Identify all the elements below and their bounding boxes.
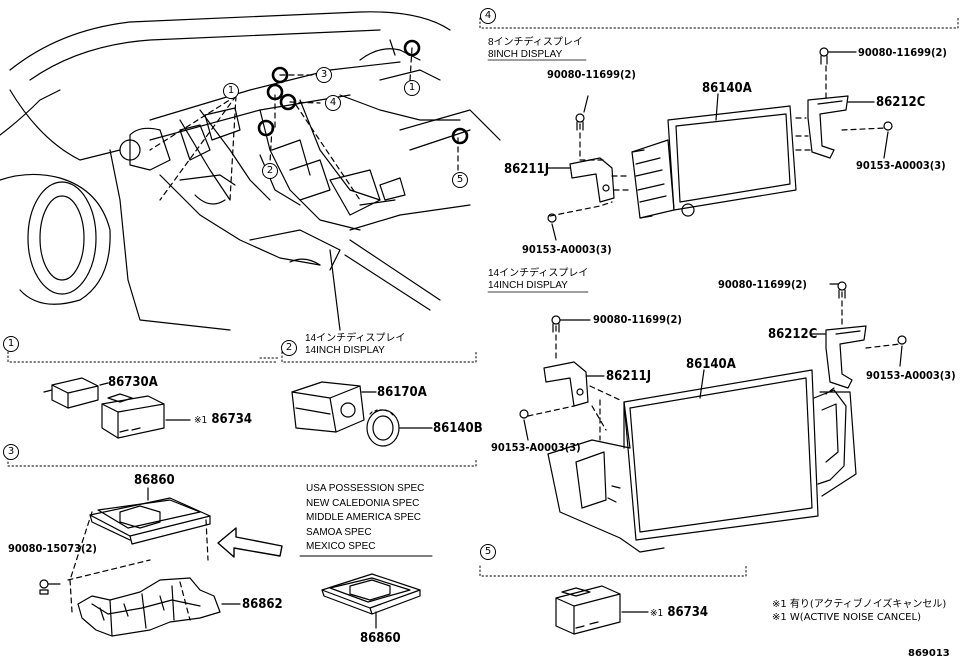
label-86212C-14[interactable]: 86212C <box>768 327 818 342</box>
label-86734-s1[interactable]: ※1 86734 <box>194 413 252 426</box>
label-86860-top[interactable]: 86860 <box>134 473 175 488</box>
nut-90153-8-right-shape <box>883 121 893 131</box>
section2-caption: 14インチディスプレイ 14INCH DISPLAY <box>305 333 405 357</box>
part-86140B-shape <box>366 409 400 447</box>
label-90153-A0003-14-left[interactable]: 90153-A0003(3) <box>491 441 581 454</box>
callout-2: 2 <box>262 163 278 179</box>
callout-1b: 1 <box>404 80 420 96</box>
section-marker-5: 5 <box>480 544 496 560</box>
part-86860-top-shape <box>89 497 211 545</box>
display-8inch-caption-en: 8INCH DISPLAY <box>488 49 563 60</box>
label-86734-s5[interactable]: ※1 86734 <box>650 606 708 619</box>
section-marker-4: 4 <box>480 8 496 24</box>
part-86860-bottom-shape <box>321 573 421 615</box>
bolt-90080-15073-shape <box>39 579 61 595</box>
callout-1: 1 <box>223 83 239 99</box>
nut-90153-14-right-shape <box>897 335 907 345</box>
screw-90080-8-right-shape <box>819 47 829 65</box>
callout-5: 5 <box>452 172 468 188</box>
label-90080-11699-14-left[interactable]: 90080-11699(2) <box>593 313 682 326</box>
section-marker-2: 2 <box>281 340 297 356</box>
section-borders <box>7 17 959 577</box>
label-90080-15073[interactable]: 90080-15073(2) <box>8 542 97 555</box>
display-8inch-caption: 8インチディスプレイ 8INCH DISPLAY <box>488 37 583 61</box>
display-14inch-caption-jp: 14インチディスプレイ <box>488 268 589 279</box>
bracket-86212C-8-shape <box>807 95 849 159</box>
label-90080-11699-8-left[interactable]: 90080-11699(2) <box>547 68 636 81</box>
spec-item: USA POSSESSION SPEC <box>306 483 425 494</box>
ref-mark: ※1 <box>650 608 664 619</box>
label-90153-A0003-14-right[interactable]: 90153-A0003(3) <box>866 369 956 382</box>
label-86730A[interactable]: 86730A <box>108 375 158 390</box>
nut-90153-8-left-shape <box>547 213 557 223</box>
part-86734-s5-shape <box>555 585 621 635</box>
part-86734-shape <box>101 393 165 439</box>
part-86730A-shape <box>43 377 99 409</box>
footnote-en: ※1 W(ACTIVE NOISE CANCEL) <box>772 612 921 623</box>
callout-3: 3 <box>316 67 332 83</box>
part-86862-shape <box>77 577 221 637</box>
spec-item: NEW CALEDONIA SPEC <box>306 497 420 509</box>
label-86140B[interactable]: 86140B <box>433 421 483 436</box>
label-86170A[interactable]: 86170A <box>377 385 427 400</box>
spec-item: SAMOA SPEC <box>306 526 372 538</box>
spec-item: MEXICO SPEC <box>306 541 376 552</box>
label-86140A-14[interactable]: 86140A <box>686 357 736 372</box>
diagram-id: 869013 <box>908 648 950 659</box>
label-90080-11699-14-right[interactable]: 90080-11699(2) <box>718 278 807 291</box>
label-86860-bottom[interactable]: 86860 <box>360 631 401 646</box>
label-86212C-8[interactable]: 86212C <box>876 95 926 110</box>
section2-caption-jp: 14インチディスプレイ <box>305 333 406 344</box>
label-86140A-8[interactable]: 86140A <box>702 81 752 96</box>
section-marker-1: 1 <box>3 336 19 352</box>
nut-90153-14-left-shape <box>519 409 529 419</box>
part-number: 86734 <box>211 412 253 427</box>
bracket-86212C-14-shape <box>825 325 867 389</box>
label-90153-A0003-8-right[interactable]: 90153-A0003(3) <box>856 159 946 172</box>
label-86211J-8[interactable]: 86211J <box>504 162 550 177</box>
bracket-86211J-14-shape <box>543 361 589 407</box>
label-90153-A0003-8-left[interactable]: 90153-A0003(3) <box>522 243 612 256</box>
display-14inch-caption: 14インチディスプレイ 14INCH DISPLAY <box>488 268 588 292</box>
display-14inch-caption-en: 14INCH DISPLAY <box>488 280 568 291</box>
ref-mark: ※1 <box>194 415 208 426</box>
footnote-jp: ※1 有り(アクティブノイズキャンセル) <box>772 599 947 610</box>
part-86170A-shape <box>291 381 365 433</box>
section2-caption-en: 14INCH DISPLAY <box>305 345 385 356</box>
vehicle-illustration <box>0 11 501 331</box>
screw-90080-14-right-shape <box>837 281 847 299</box>
part-number: 86734 <box>667 605 709 620</box>
footnotes: ※1 有り(アクティブノイズキャンセル) ※1 W(ACTIVE NOISE C… <box>772 598 946 624</box>
direction-arrow <box>217 527 283 558</box>
label-86862[interactable]: 86862 <box>242 597 283 612</box>
label-86211J-14[interactable]: 86211J <box>606 369 652 384</box>
bracket-86211J-8-shape <box>569 157 615 203</box>
display-8inch-shape <box>631 105 797 219</box>
spec-list: USA POSSESSION SPEC NEW CALEDONIA SPEC M… <box>306 482 424 555</box>
screw-90080-8-left-shape <box>575 113 585 131</box>
callout-4: 4 <box>325 95 341 111</box>
spec-item: MIDDLE AMERICA SPEC <box>306 512 422 523</box>
section-marker-3: 3 <box>3 444 19 460</box>
display-8inch-caption-jp: 8インチディスプレイ <box>488 37 583 48</box>
display-14inch-shape <box>547 369 857 553</box>
label-90080-11699-8-right[interactable]: 90080-11699(2) <box>858 46 947 59</box>
callout-leaders <box>149 47 459 201</box>
